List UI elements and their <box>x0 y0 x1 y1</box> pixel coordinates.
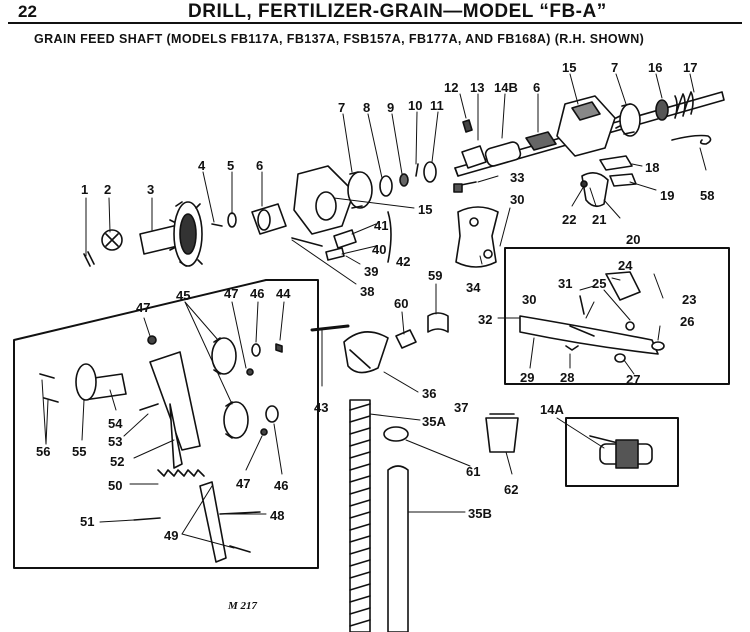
label-46-lower: 46 <box>274 478 288 493</box>
label-54: 54 <box>108 416 123 431</box>
label-14A: 14A <box>540 402 564 417</box>
label-50: 50 <box>108 478 122 493</box>
center-parts <box>310 206 519 632</box>
label-32: 32 <box>478 312 492 327</box>
label-36: 36 <box>422 386 436 401</box>
label-30-box: 30 <box>522 292 536 307</box>
label-7: 7 <box>338 100 345 115</box>
label-38: 38 <box>360 284 374 299</box>
page-number: 22 <box>18 2 37 21</box>
label-8: 8 <box>363 100 370 115</box>
label-47: 47 <box>136 300 150 315</box>
label-9: 9 <box>387 100 394 115</box>
leader-lines <box>41 73 707 549</box>
label-34: 34 <box>466 280 481 295</box>
label-62: 62 <box>504 482 518 497</box>
label-30: 30 <box>510 192 524 207</box>
label-20: 20 <box>626 232 640 247</box>
label-15-center: 15 <box>418 202 432 217</box>
figure-reference: M 217 <box>228 600 258 612</box>
label-25: 25 <box>592 276 606 291</box>
label-3: 3 <box>147 182 154 197</box>
label-39: 39 <box>364 264 378 279</box>
label-22: 22 <box>562 212 576 227</box>
label-48: 48 <box>270 508 284 523</box>
label-23: 23 <box>682 292 696 307</box>
label-42: 42 <box>396 254 410 269</box>
label-28: 28 <box>560 370 574 385</box>
label-47-lower: 47 <box>236 476 250 491</box>
label-13: 13 <box>470 80 484 95</box>
label-26: 26 <box>680 314 694 329</box>
label-16: 16 <box>648 60 662 75</box>
label-6: 6 <box>256 158 263 173</box>
drive-end-parts <box>83 161 477 267</box>
label-24: 24 <box>618 258 633 273</box>
label-35A: 35A <box>422 414 446 429</box>
figure-subtitle: GRAIN FEED SHAFT (MODELS FB117A, FB137A,… <box>34 32 645 46</box>
label-33: 33 <box>510 170 524 185</box>
inset-box-44-56 <box>13 279 319 569</box>
label-1: 1 <box>81 182 88 197</box>
part-labels: 1 2 3 4 5 6 7 8 9 10 11 12 13 14B 6 15 7… <box>36 60 714 543</box>
label-31: 31 <box>558 276 572 291</box>
feed-shaft-assembly <box>454 91 725 208</box>
label-61: 61 <box>466 464 480 479</box>
label-60: 60 <box>394 296 408 311</box>
label-37: 37 <box>454 400 468 415</box>
page-title: DRILL, FERTILIZER-GRAIN—MODEL “FB-A” <box>188 1 607 22</box>
label-21: 21 <box>592 212 606 227</box>
label-49: 49 <box>164 528 178 543</box>
label-56: 56 <box>36 444 50 459</box>
label-11: 11 <box>430 98 444 113</box>
label-35B: 35B <box>468 506 492 521</box>
label-44: 44 <box>276 286 291 301</box>
label-19: 19 <box>660 188 674 203</box>
inset-box-23-32 <box>504 247 730 385</box>
label-41: 41 <box>374 218 388 233</box>
label-6-shaft: 6 <box>533 80 540 95</box>
label-18: 18 <box>645 160 659 175</box>
label-12: 12 <box>444 80 458 95</box>
label-10: 10 <box>408 98 422 113</box>
page-header: 22 DRILL, FERTILIZER-GRAIN—MODEL “FB-A” <box>8 0 742 24</box>
label-59: 59 <box>428 268 442 283</box>
label-43: 43 <box>314 400 328 415</box>
inset-box-14A <box>565 417 679 487</box>
label-29: 29 <box>520 370 534 385</box>
label-27: 27 <box>626 372 640 387</box>
label-5: 5 <box>227 158 234 173</box>
label-2: 2 <box>104 182 111 197</box>
label-40: 40 <box>372 242 386 257</box>
label-14B: 14B <box>494 80 518 95</box>
label-55: 55 <box>72 444 86 459</box>
label-15: 15 <box>562 60 576 75</box>
label-45: 45 <box>176 288 190 303</box>
label-52: 52 <box>110 454 124 469</box>
label-4: 4 <box>198 158 206 173</box>
label-46: 46 <box>250 286 264 301</box>
label-58: 58 <box>700 188 714 203</box>
label-51: 51 <box>80 514 94 529</box>
label-17: 17 <box>683 60 697 75</box>
label-7-shaft: 7 <box>611 60 618 75</box>
label-47-upper: 47 <box>224 286 238 301</box>
label-53: 53 <box>108 434 122 449</box>
